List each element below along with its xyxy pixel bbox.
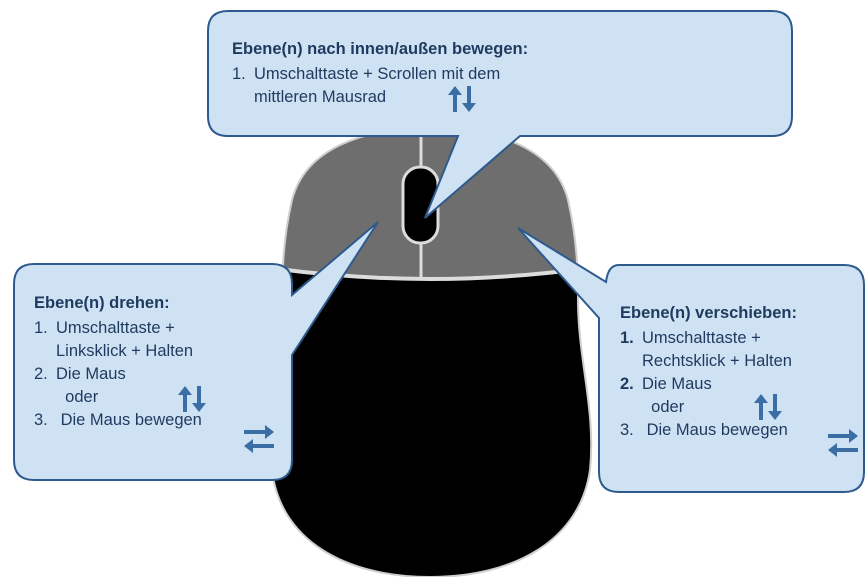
top-step-1-cont: mittleren Mausrad <box>232 86 772 109</box>
step-text: mittleren Mausrad <box>254 88 387 106</box>
left-right-arrows-icon <box>828 429 858 457</box>
top-step-1: 1. Umschalttaste + Scrollen mit dem <box>232 63 772 86</box>
step-number: 2. <box>34 365 48 383</box>
right-step-1: 1. Umschalttaste + <box>620 327 860 350</box>
top-callout-title: Ebene(n) nach innen/außen bewegen: <box>232 40 529 58</box>
step-number: 1. <box>620 329 634 347</box>
step-text: Die Maus bewegen <box>646 421 788 439</box>
step-number: 1. <box>232 65 246 83</box>
left-step-3: 3. Die Maus bewegen <box>34 409 284 432</box>
left-callout: Ebene(n) drehen: 1. Umschalttaste + Links… <box>34 292 284 432</box>
step-text: Die Maus <box>56 365 126 383</box>
step-text: Rechtsklick + Halten <box>642 352 792 370</box>
step-text: Die Maus bewegen <box>60 411 202 429</box>
left-step-2-cont: oder <box>34 386 284 409</box>
left-step-1-cont: Linksklick + Halten <box>34 340 284 363</box>
step-text: Umschalttaste + <box>642 329 761 347</box>
mouse <box>269 126 593 577</box>
right-callout-title: Ebene(n) verschieben: <box>620 304 797 322</box>
right-callout: Ebene(n) verschieben: 1.Umschalttaste + … <box>620 302 860 442</box>
step-number: 1. <box>34 319 48 337</box>
step-number: 3. <box>620 421 634 439</box>
right-step-3: 3. Die Maus bewegen <box>620 419 860 442</box>
top-callout-bubble <box>207 10 793 219</box>
step-text: oder <box>651 398 685 416</box>
right-callout-bubble <box>517 227 865 493</box>
step-text: Umschalttaste + Scrollen mit dem <box>254 65 501 83</box>
right-step-2: 2. Die Maus <box>620 373 860 396</box>
up-down-arrows-icon <box>448 86 476 112</box>
right-step-2-cont: oder <box>620 396 860 419</box>
left-callout-title: Ebene(n) drehen: <box>34 294 170 312</box>
step-text: Linksklick + Halten <box>56 342 194 360</box>
step-number: 3. <box>34 411 48 429</box>
step-text: Die Maus <box>642 375 712 393</box>
up-down-arrows-icon <box>178 386 206 412</box>
left-step-2: 2. Die Maus <box>34 363 284 386</box>
up-down-arrows-icon <box>754 394 782 420</box>
top-callout: Ebene(n) nach innen/außen bewegen: 1. Ums… <box>232 38 772 109</box>
right-step-1-cont: Rechtsklick + Halten <box>620 350 860 373</box>
step-text: oder <box>65 388 99 406</box>
left-right-arrows-icon <box>244 425 274 453</box>
step-number: 2. <box>620 375 634 393</box>
step-text: Umschalttaste + <box>56 319 175 337</box>
left-callout-bubble <box>13 221 379 481</box>
left-step-1: 1. Umschalttaste + <box>34 317 284 340</box>
